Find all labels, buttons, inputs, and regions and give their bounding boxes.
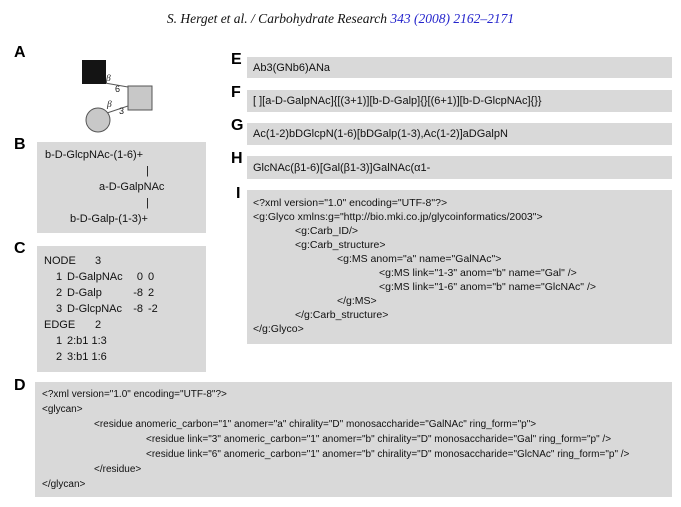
panel-e-linearcode: Ab3(GNb6)ANa <box>247 57 672 78</box>
kcf-node-x: -8 <box>133 303 143 315</box>
kcf-node-x: 0 <box>136 271 143 283</box>
panel-label-g: G <box>231 117 244 134</box>
panel-f-linucs: [ ][a-D-GalpNAc]{[(3+1)][b-D-Galp]{}[(6+… <box>247 90 672 112</box>
kcf-node-count: 3 <box>95 255 102 267</box>
galnac-gray-square-icon <box>127 85 153 111</box>
panel-h-iupac-condensed: GlcNAc(β1-6)[Gal(β1-3)]GalNAc(α1- <box>247 156 672 179</box>
kcf-node-id: 3 <box>56 303 63 315</box>
kcf-node-id: 1 <box>56 271 63 283</box>
kcf-node-row: 2 D-Galp -8 2 <box>37 285 206 301</box>
kcf-node-header: NODE 3 <box>37 253 206 269</box>
kcf-edge-header: EDGE 2 <box>37 317 206 333</box>
kcf-node-x: -8 <box>133 287 143 299</box>
iupac2d-line-5: b-D-Galp-(1-3)+ <box>70 213 148 225</box>
beta6-anomer-label: β <box>105 74 111 84</box>
panel-i-glycoml-xml: <?xml version="1.0" encoding="UTF-8"?> <… <box>247 190 672 344</box>
beta6-bond-line <box>104 82 129 88</box>
glcnac-filled-square-icon <box>82 60 106 84</box>
kcf-edge-row: 2 3:b1 1:6 <box>37 349 206 365</box>
iupac2d-line-3: a-D-GalpNAc <box>99 181 165 193</box>
beta6-position-label: 6 <box>115 84 120 94</box>
kcf-edge-id: 2 <box>56 351 63 363</box>
kcf-node-keyword: NODE <box>44 255 76 267</box>
csdb-text: Ac(1-2)bDGlcpN(1-6)[bDGalp(1-3),Ac(1-2)]… <box>253 128 508 140</box>
panel-label-a: A <box>14 44 26 61</box>
kcf-edge-id: 1 <box>56 335 63 347</box>
kcf-node-y: 2 <box>148 287 155 299</box>
iupac2d-line-4: | <box>146 197 149 209</box>
panel-d-cabosml-xml: <?xml version="1.0" encoding="UTF-8"?> <… <box>35 382 672 497</box>
panel-label-f: F <box>231 84 241 101</box>
panel-label-i: I <box>236 185 241 202</box>
panel-label-e: E <box>231 51 242 68</box>
panel-label-h: H <box>231 150 243 167</box>
running-head-citation: 343 (2008) 2162–2171 <box>390 11 515 26</box>
beta3-bond-line <box>106 105 129 114</box>
linucs-text: [ ][a-D-GalpNAc]{[(3+1)][b-D-Galp]{}[(6+… <box>253 95 542 107</box>
beta3-anomer-label: β <box>106 100 112 110</box>
glycoml-code: <?xml version="1.0" encoding="UTF-8"?> <… <box>253 197 597 335</box>
kcf-node-y: -2 <box>148 303 158 315</box>
kcf-node-name: D-Galp <box>67 287 102 299</box>
panel-c-kcf: NODE 3 1 D-GalpNAc 0 0 2 D-Galp -8 2 3 D… <box>37 246 206 372</box>
glycan-diagram-svg: β 6 β 3 <box>82 60 153 133</box>
cabosml-code: <?xml version="1.0" encoding="UTF-8"?> <… <box>42 389 630 490</box>
kcf-node-row: 3 D-GlcpNAc -8 -2 <box>37 301 206 317</box>
kcf-edge-definition: 3:b1 1:6 <box>67 351 107 363</box>
iupac-condensed-text: GlcNAc(β1-6)[Gal(β1-3)]GalNAc(α1- <box>253 161 431 174</box>
panel-label-b: B <box>14 136 26 153</box>
kcf-node-y: 0 <box>148 271 155 283</box>
panel-label-c: C <box>14 240 26 257</box>
iupac2d-line-2: | <box>146 165 149 177</box>
beta3-position-label: 3 <box>119 106 124 116</box>
kcf-edge-definition: 2:b1 1:3 <box>67 335 107 347</box>
panel-g-csdb: Ac(1-2)bDGlcpN(1-6)[bDGalp(1-3),Ac(1-2)]… <box>247 123 672 145</box>
kcf-node-name: D-GlcpNAc <box>67 303 123 315</box>
kcf-edge-row: 1 2:b1 1:3 <box>37 333 206 349</box>
kcf-edge-count: 2 <box>95 319 102 331</box>
kcf-node-id: 2 <box>56 287 63 299</box>
glycan-symbol-diagram: β 6 β 3 <box>70 53 190 143</box>
iupac2d-line-1: b-D-GlcpNAc-(1-6)+ <box>45 149 144 161</box>
linearcode-text: Ab3(GNb6)ANa <box>253 61 331 74</box>
kcf-edge-keyword: EDGE <box>44 319 76 331</box>
kcf-node-row: 1 D-GalpNAc 0 0 <box>37 269 206 285</box>
panel-label-d: D <box>14 377 26 394</box>
kcf-node-name: D-GalpNAc <box>67 271 123 283</box>
panel-b-iupac-2d: b-D-GlcpNAc-(1-6)+ | a-D-GalpNAc | b-D-G… <box>37 142 206 233</box>
gal-gray-circle-icon <box>85 107 111 133</box>
running-head-authors: S. Herget et al. / Carbohydrate Research <box>166 11 391 26</box>
running-head: S. Herget et al. / Carbohydrate Research… <box>0 11 681 27</box>
